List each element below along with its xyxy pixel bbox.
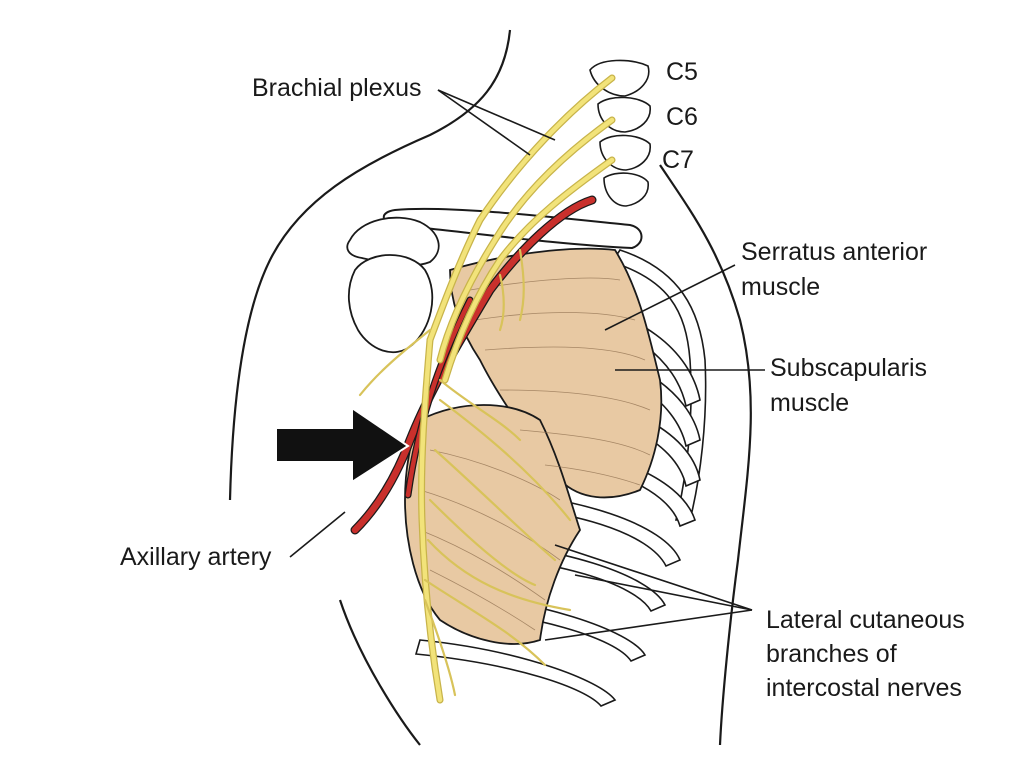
labels: C5 C6 C7 Brachial plexus Serratus anteri… xyxy=(120,58,965,702)
label-subscapularis-line1: Subscapularis xyxy=(770,354,927,382)
label-subscapularis-line2: muscle xyxy=(770,389,849,417)
shoulder-bones xyxy=(346,216,440,354)
muscle-fibers xyxy=(419,277,651,631)
label-lateral-line3: intercostal nerves xyxy=(766,674,962,702)
label-lateral-line2: branches of xyxy=(766,640,897,668)
label-axillary-artery: Axillary artery xyxy=(120,543,272,571)
leader-lines xyxy=(289,89,765,641)
label-lateral-line1: Lateral cutaneous xyxy=(766,606,965,634)
label-brachial-plexus: Brachial plexus xyxy=(252,74,422,102)
pointer-arrow xyxy=(275,406,410,484)
label-c7: C7 xyxy=(662,146,694,174)
body-outline xyxy=(228,29,752,746)
label-serratus-line2: muscle xyxy=(741,273,820,301)
brachial-plexus-nerves xyxy=(358,74,616,704)
label-c6: C6 xyxy=(666,103,698,131)
subscapularis-muscle xyxy=(404,404,581,645)
label-serratus-line1: Serratus anterior xyxy=(741,238,927,266)
label-c5: C5 xyxy=(666,58,698,86)
